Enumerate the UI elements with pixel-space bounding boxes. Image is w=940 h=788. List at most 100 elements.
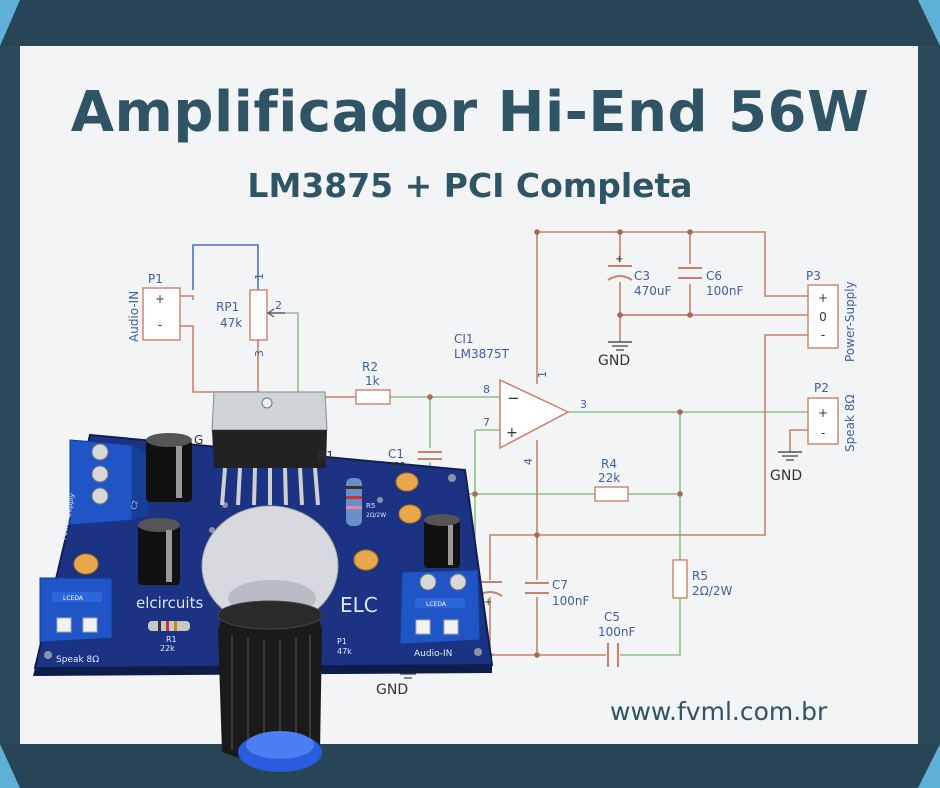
p1-connector: + - P1 Audio-IN: [127, 272, 181, 342]
svg-text:7: 7: [483, 416, 490, 429]
top-frame-bar: [0, 0, 940, 46]
bottom-frame-bar: [0, 744, 940, 788]
page-subtitle: LM3875 + PCI Completa: [247, 166, 693, 205]
svg-text:3: 3: [580, 398, 587, 411]
svg-text:100nF: 100nF: [598, 625, 636, 639]
svg-text:R2: R2: [362, 360, 378, 374]
c5-capacitor: C5 100nF: [598, 610, 636, 667]
svg-text:G: G: [194, 433, 203, 447]
c1-capacitor: C1: [388, 447, 442, 461]
c6-capacitor: C6 100nF: [678, 267, 744, 298]
svg-text:100nF: 100nF: [706, 284, 744, 298]
svg-text:R5: R5: [366, 502, 375, 510]
svg-text:-: -: [821, 426, 825, 440]
svg-text:CI1: CI1: [454, 332, 474, 346]
ic-heatsink: [211, 391, 328, 506]
corner-accent-bottom-left: [0, 744, 20, 788]
svg-text:3: 3: [253, 350, 266, 357]
svg-text:R1: R1: [166, 635, 177, 644]
speaker-connector-3d: LCEDA Speak 8Ω: [39, 577, 113, 665]
svg-text:8: 8: [483, 383, 490, 396]
r2-resistor: R2 1k: [355, 360, 391, 405]
c7-capacitor: C7 100nF: [525, 578, 590, 608]
svg-text:47k: 47k: [220, 316, 242, 330]
svg-text:+: +: [818, 406, 828, 420]
gnd-symbol-bottom: GND: [376, 669, 420, 698]
page-title: Amplificador Hi-End 56W: [70, 80, 870, 145]
p3-connector: + 0 - P3 Power-Supply: [806, 269, 857, 362]
svg-text:100nF: 100nF: [552, 594, 590, 608]
svg-text:GND: GND: [376, 682, 408, 698]
corner-accent-bottom-right: [918, 744, 940, 788]
website-url: www.fvml.com.br: [610, 697, 828, 726]
svg-text:2Ω/2W: 2Ω/2W: [692, 584, 732, 598]
svg-text:4: 4: [522, 458, 535, 465]
audio-in-connector-3d: LCEDA Audio-IN: [399, 569, 481, 659]
svg-text:−: −: [507, 389, 520, 407]
svg-text:LCEDA: LCEDA: [426, 601, 447, 608]
svg-text:0: 0: [819, 310, 827, 324]
c3-capacitor: + C3 470uF: [607, 254, 672, 298]
svg-text:22k: 22k: [160, 644, 175, 653]
svg-text:+: +: [818, 291, 828, 305]
svg-text:470uF: 470uF: [634, 284, 672, 298]
capacitor-c1-3d: [424, 514, 460, 568]
svg-text:C5: C5: [604, 610, 620, 624]
svg-text:R5: R5: [692, 569, 708, 583]
svg-text:22k: 22k: [598, 471, 620, 485]
resistor-r1-3d: R1 22k: [148, 621, 190, 653]
svg-text:C6: C6: [706, 269, 722, 283]
svg-text:C2: C2: [130, 500, 140, 511]
pcb-brand: elcircuits: [136, 594, 203, 612]
svg-text:C7: C7: [552, 578, 568, 592]
svg-text:Power-Supply: Power-Supply: [843, 281, 857, 362]
svg-text:2Ω/2W: 2Ω/2W: [366, 512, 386, 519]
svg-text:Speak 8Ω: Speak 8Ω: [843, 394, 857, 452]
gnd-symbol-top: GND: [598, 341, 632, 369]
gnd-symbol-speaker: GND: [770, 451, 802, 484]
svg-text:LM3875T: LM3875T: [454, 347, 510, 361]
capacitor-c2-3d: C2: [130, 433, 192, 510]
svg-text:+: +: [615, 254, 623, 265]
pcb-logo: ELC: [340, 593, 378, 617]
svg-text:R1: R1: [318, 449, 334, 463]
svg-text:RP1: RP1: [216, 300, 239, 314]
r5-resistor: R5 2Ω/2W: [672, 559, 732, 599]
r4-resistor: R4 22k: [594, 457, 629, 502]
svg-text:C1: C1: [392, 460, 407, 473]
svg-text:+: +: [506, 425, 518, 441]
ci1-opamp: − + CI1 LM3875T 8 7 3 1 4: [454, 332, 587, 465]
svg-text:Audio-IN: Audio-IN: [414, 649, 452, 659]
svg-text:P3: P3: [806, 269, 821, 283]
svg-text:C3: C3: [634, 269, 650, 283]
svg-text:1: 1: [536, 371, 549, 378]
capacitor-c3-3d: [138, 518, 180, 585]
svg-text:+: +: [155, 292, 165, 306]
svg-text:1k: 1k: [365, 374, 380, 388]
svg-text:C1: C1: [388, 447, 404, 461]
p2-connector: + - P2 Speak 8Ω: [807, 381, 857, 452]
pcb-render: G R1 Power-Supply C2: [33, 391, 494, 772]
svg-text:P1: P1: [337, 637, 347, 646]
svg-text:2: 2: [275, 299, 282, 312]
corner-accent-top-left: [0, 0, 20, 46]
svg-text:-: -: [821, 328, 825, 342]
svg-text:Speak 8Ω: Speak 8Ω: [56, 655, 99, 665]
svg-text:47k: 47k: [337, 647, 352, 656]
svg-text:P1: P1: [148, 272, 163, 286]
ceramic-capacitors: [73, 472, 422, 575]
svg-text:R4: R4: [601, 457, 617, 471]
potentiometer-knob-3d: [201, 505, 339, 772]
rp1-potentiometer: 1 2 3 RP1 47k: [216, 273, 285, 357]
svg-text:+: +: [484, 597, 492, 608]
svg-text:GND: GND: [770, 468, 802, 484]
svg-text:1: 1: [253, 273, 266, 280]
resistor-r5-3d: R5 2Ω/2W: [346, 478, 386, 526]
svg-text:Audio-IN: Audio-IN: [127, 291, 141, 342]
corner-accent-top-right: [918, 0, 940, 46]
svg-text:GND: GND: [598, 353, 630, 369]
svg-text:P2: P2: [814, 381, 829, 395]
power-connector-3d: Power-Supply: [60, 439, 148, 540]
svg-text:-: -: [158, 318, 163, 333]
